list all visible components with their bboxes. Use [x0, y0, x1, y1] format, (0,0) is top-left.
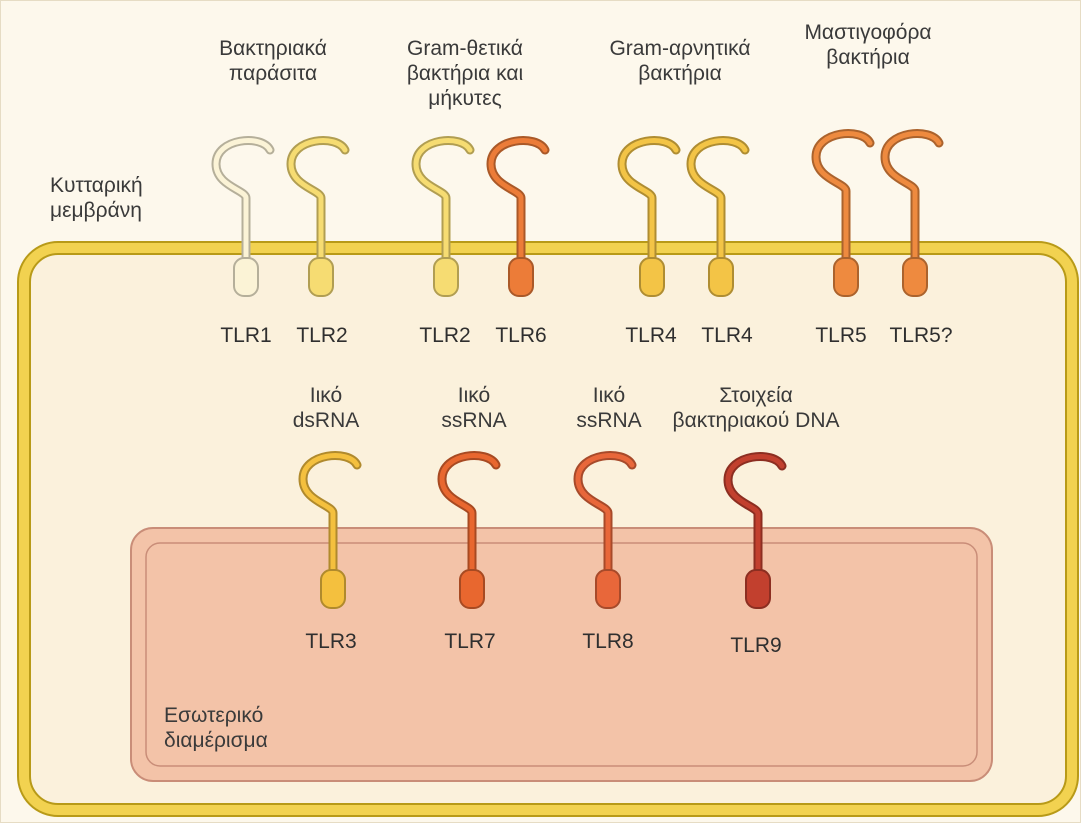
receptor-label-tlr3: TLR3: [305, 630, 356, 654]
ligand-label-line: μήκυτες: [407, 86, 523, 111]
receptor-label-tlr4: TLR4: [625, 324, 676, 348]
ligand-label-bacterial-dna: Στοιχεία βακτηριακού DNA: [672, 383, 839, 433]
ligand-label-line: Μαστιγοφόρα: [804, 20, 931, 45]
ligand-label-line: Gram-θετικά: [407, 36, 523, 61]
ligand-label-viral-ssrna: Ιικό ssRNA: [576, 383, 641, 433]
receptor-cytoplasmic-domain: [434, 258, 458, 296]
receptor-hook-outline: [291, 141, 345, 258]
receptor-label-tlr7: TLR7: [444, 630, 495, 654]
receptor-hook-outline: [622, 141, 676, 258]
receptor-cytoplasmic-domain: [709, 258, 733, 296]
ligand-label-line: Ιικό: [293, 383, 360, 408]
receptor-label-tlr5-uncertain: TLR5?: [889, 324, 952, 348]
receptor-label-tlr4: TLR4: [701, 324, 752, 348]
receptor-cytoplasmic-domain: [640, 258, 664, 296]
compartment-label-line-2: διαμέρισμα: [164, 728, 268, 753]
membrane-label-line-2: μεμβράνη: [50, 198, 143, 223]
ligand-label-line: βακτήρια και: [407, 61, 523, 86]
ligand-label-line: παράσιτα: [219, 61, 327, 86]
receptor-hook-outline: [491, 141, 545, 258]
receptor-label-tlr2: TLR2: [419, 324, 470, 348]
ligand-label-line: Βακτηριακά: [219, 36, 327, 61]
receptor-cytoplasmic-domain: [903, 258, 927, 296]
compartment-label-line-1: Εσωτερικό: [164, 703, 268, 728]
ligand-label-viral-ssrna: Ιικό ssRNA: [441, 383, 506, 433]
receptor-label-tlr6: TLR6: [495, 324, 546, 348]
ligand-label-line: Gram-αρνητικά: [609, 36, 750, 61]
receptor-label-tlr1: TLR1: [220, 324, 271, 348]
receptor-cytoplasmic-domain: [746, 570, 770, 608]
receptor-cytoplasmic-domain: [309, 258, 333, 296]
receptor-hook-outline: [885, 134, 939, 258]
receptor-cytoplasmic-domain: [596, 570, 620, 608]
ligand-label-line: βακτηριακού DNA: [672, 408, 839, 433]
receptor-label-tlr9: TLR9: [730, 634, 781, 658]
receptor-cytoplasmic-domain: [834, 258, 858, 296]
membrane-label: Κυτταρική μεμβράνη: [50, 173, 143, 223]
receptor-hook-outline: [416, 141, 470, 258]
ligand-label-line: Ιικό: [576, 383, 641, 408]
ligand-label-flagellated: Μαστιγοφόρα βακτήρια: [804, 20, 931, 70]
ligand-label-line: dsRNA: [293, 408, 360, 433]
receptor-hook-outline: [816, 134, 870, 258]
membrane-label-line-1: Κυτταρική: [50, 173, 143, 198]
ligand-label-line: ssRNA: [441, 408, 506, 433]
ligand-label-gram-negative: Gram-αρνητικά βακτήρια: [609, 36, 750, 86]
receptor-label-tlr2: TLR2: [296, 324, 347, 348]
receptor-hook-outline: [691, 141, 745, 258]
ligand-label-line: ssRNA: [576, 408, 641, 433]
ligand-label-line: βακτήρια: [609, 61, 750, 86]
receptor-cytoplasmic-domain: [321, 570, 345, 608]
ligand-label-line: Ιικό: [441, 383, 506, 408]
ligand-label-bacterial-parasites: Βακτηριακά παράσιτα: [219, 36, 327, 86]
compartment-label: Εσωτερικό διαμέρισμα: [164, 703, 268, 753]
receptor-hook-outline: [216, 141, 270, 258]
receptor-label-tlr5: TLR5: [815, 324, 866, 348]
receptor-label-tlr8: TLR8: [582, 630, 633, 654]
ligand-label-viral-dsrna: Ιικό dsRNA: [293, 383, 360, 433]
receptor-cytoplasmic-domain: [234, 258, 258, 296]
receptor-cytoplasmic-domain: [460, 570, 484, 608]
ligand-label-line: βακτήρια: [804, 45, 931, 70]
receptor-cytoplasmic-domain: [509, 258, 533, 296]
ligand-label-line: Στοιχεία: [672, 383, 839, 408]
ligand-label-gram-positive: Gram-θετικά βακτήρια και μήκυτες: [407, 36, 523, 111]
